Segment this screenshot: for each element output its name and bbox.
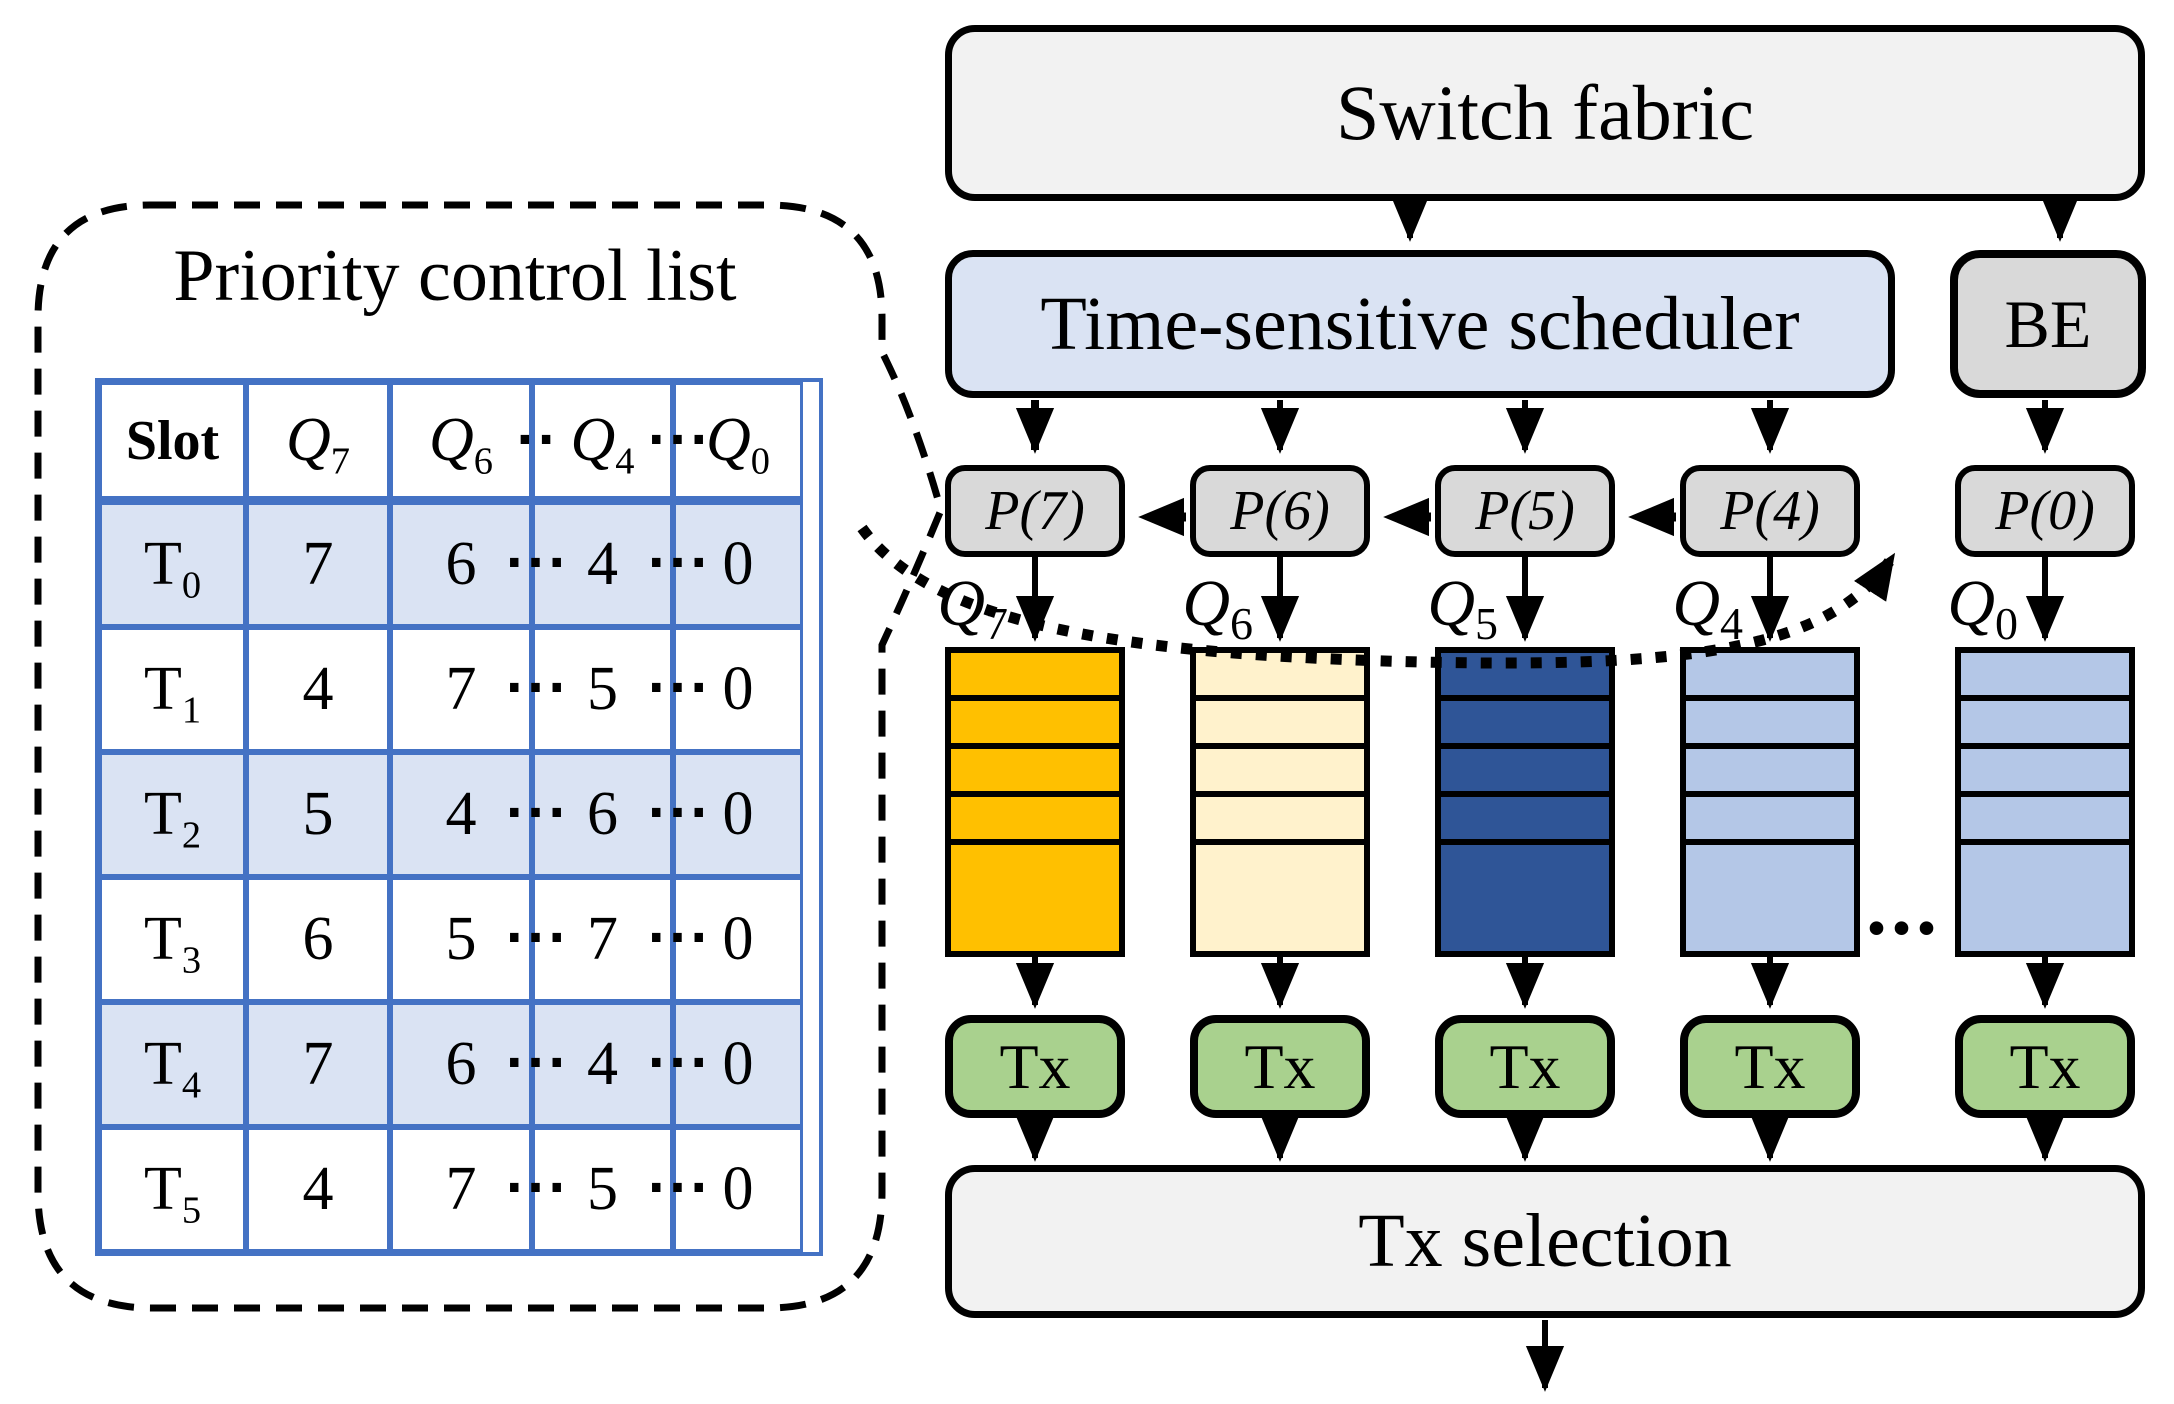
queue-slot xyxy=(945,743,1125,797)
row-dots: ··· xyxy=(647,784,711,841)
queue-slot xyxy=(1435,647,1615,701)
table-row-t3: T3 6 5 7 0 ··· ··· xyxy=(99,877,819,1002)
slot-cell: T2 xyxy=(99,752,246,877)
priority-control-list-title: Priority control list xyxy=(173,235,737,317)
value-cell: 6 xyxy=(246,877,390,1002)
priority-box-p0: P(0) xyxy=(1955,465,2135,557)
queue-slot xyxy=(1955,791,2135,845)
queue-slot xyxy=(945,791,1125,845)
queue-slot xyxy=(1680,695,1860,749)
queue-label-q5: Q5 xyxy=(1427,567,1498,650)
queue-slot xyxy=(1190,839,1370,957)
table-row-t5: T5 4 7 5 0 ··· ··· xyxy=(99,1127,819,1252)
header-cell-slot: Slot xyxy=(99,382,246,502)
time-sensitive-scheduler-box: Time-sensitive scheduler xyxy=(945,250,1895,398)
more-queues-ellipsis: ... xyxy=(1866,860,1941,953)
priority-box-p4: P(4) xyxy=(1680,465,1860,557)
queue-stack-q5 xyxy=(1435,647,1615,957)
priority-control-list-table: Slot Q7 Q6 Q4 Q0 ·· ··· T0 7 6 4 0 ··· ·… xyxy=(95,378,823,1256)
header-cell-q7: Q7 xyxy=(246,382,390,502)
row-dots: ··· xyxy=(647,1034,711,1091)
tx-box-q6: Tx xyxy=(1190,1015,1370,1118)
queue-slot xyxy=(1435,743,1615,797)
queue-slot xyxy=(945,839,1125,957)
queue-slot xyxy=(1955,839,2135,957)
queue-stack-q0 xyxy=(1955,647,2135,957)
queue-label-q4: Q4 xyxy=(1672,567,1743,650)
queue-slot xyxy=(1435,791,1615,845)
value-cell: 7 xyxy=(246,502,390,627)
tx-box-q4: Tx xyxy=(1680,1015,1860,1118)
header-dots-1: ·· xyxy=(515,411,559,468)
slot-cell: T1 xyxy=(99,627,246,752)
tx-box-q7: Tx xyxy=(945,1015,1125,1118)
queue-slot xyxy=(1190,695,1370,749)
queue-slot xyxy=(1680,647,1860,701)
queue-stack-q6 xyxy=(1190,647,1370,957)
table-row-t1: T1 4 7 5 0 ··· ··· xyxy=(99,627,819,752)
queue-slot xyxy=(1680,839,1860,957)
value-cell: 4 xyxy=(246,627,390,752)
row-dots: ··· xyxy=(505,659,569,716)
queue-slot xyxy=(1190,791,1370,845)
switch-fabric-box: Switch fabric xyxy=(945,25,2145,201)
value-cell: 5 xyxy=(246,752,390,877)
queue-label-q0: Q0 xyxy=(1947,567,2018,650)
table-row-t0: T0 7 6 4 0 ··· ··· xyxy=(99,502,819,627)
queue-slot xyxy=(1955,647,2135,701)
tx-selection-box: Tx selection xyxy=(945,1165,2145,1318)
row-dots: ··· xyxy=(505,784,569,841)
value-cell: 4 xyxy=(246,1127,390,1252)
value-cell: 7 xyxy=(246,1002,390,1127)
queue-slot xyxy=(1680,791,1860,845)
slot-cell: T5 xyxy=(99,1127,246,1252)
priority-box-p7: P(7) xyxy=(945,465,1125,557)
queue-slot xyxy=(1680,743,1860,797)
queue-stack-q7 xyxy=(945,647,1125,957)
queue-slot xyxy=(1190,743,1370,797)
queue-slot xyxy=(1955,743,2135,797)
table-row-t2: T2 5 4 6 0 ··· ··· xyxy=(99,752,819,877)
priority-box-p5: P(5) xyxy=(1435,465,1615,557)
queue-slot xyxy=(945,647,1125,701)
queue-slot xyxy=(1190,647,1370,701)
tx-box-q5: Tx xyxy=(1435,1015,1615,1118)
table-header-row: Slot Q7 Q6 Q4 Q0 ·· ··· xyxy=(99,382,819,502)
slot-cell: T0 xyxy=(99,502,246,627)
queue-stack-q4 xyxy=(1680,647,1860,957)
queue-label-q7: Q7 xyxy=(937,567,1008,650)
row-dots: ··· xyxy=(505,534,569,591)
slot-cell: T3 xyxy=(99,877,246,1002)
row-dots: ··· xyxy=(505,909,569,966)
row-dots: ··· xyxy=(647,534,711,591)
queue-slot xyxy=(1435,839,1615,957)
row-dots: ··· xyxy=(647,659,711,716)
table-row-t4: T4 7 6 4 0 ··· ··· xyxy=(99,1002,819,1127)
row-dots: ··· xyxy=(505,1034,569,1091)
row-dots: ··· xyxy=(647,1159,711,1216)
queue-slot xyxy=(1955,695,2135,749)
tx-box-q0: Tx xyxy=(1955,1015,2135,1118)
queue-slot xyxy=(1435,695,1615,749)
header-cell-q6: Q6 xyxy=(390,382,532,502)
row-dots: ··· xyxy=(647,909,711,966)
header-dots-2: ··· xyxy=(647,411,711,468)
queue-slot xyxy=(945,695,1125,749)
row-dots: ··· xyxy=(505,1159,569,1216)
slot-cell: T4 xyxy=(99,1002,246,1127)
best-effort-box: BE xyxy=(1950,250,2146,398)
priority-box-p6: P(6) xyxy=(1190,465,1370,557)
queue-label-q6: Q6 xyxy=(1182,567,1253,650)
